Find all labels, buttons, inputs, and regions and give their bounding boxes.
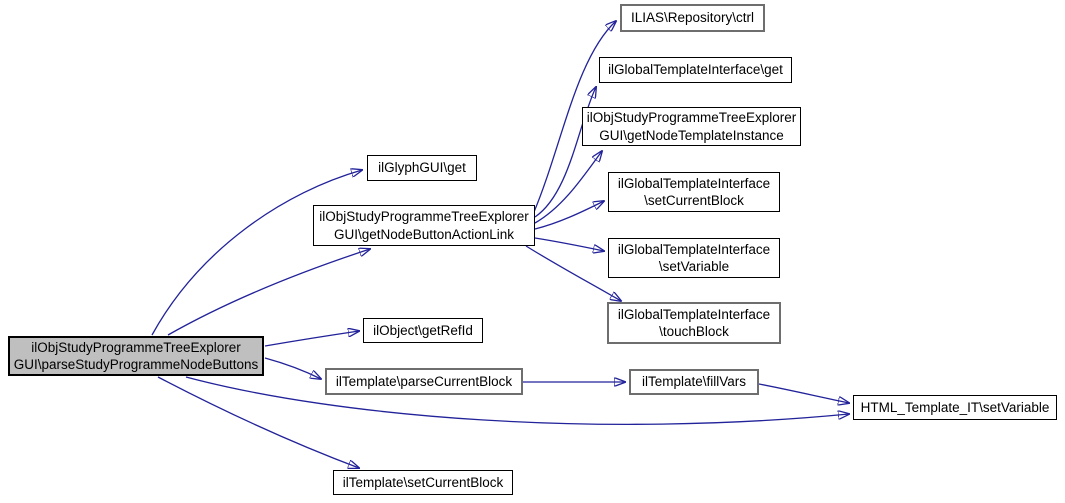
edge-fill-vars-to-html-set-variable [758,383,849,403]
node-get-node-template-instance[interactable]: ilObjStudyProgrammeTreeExplorer GUI\getN… [582,107,801,146]
node-global-template-interface-get[interactable]: ilGlobalTemplateInterface\get [599,57,792,83]
node-label: ilObjStudyProgrammeTreeExplorer [586,110,797,126]
node-label: \setCurrentBlock [644,193,744,208]
edge-action-link-to-global-touch-block [525,245,621,301]
node-il-object-get-ref-id[interactable]: ilObject\getRefId [363,318,483,343]
node-il-template-parse-current-block[interactable]: ilTemplate\parseCurrentBlock [325,368,523,395]
node-label: ilTemplate\parseCurrentBlock [335,373,513,389]
node-global-set-current-block[interactable]: ilGlobalTemplateInterface \setCurrentBlo… [608,172,780,212]
node-label: ilTemplate\setCurrentBlock [342,474,504,490]
edge-root-to-template-set-current-block [157,376,359,468]
node-il-template-set-current-block[interactable]: ilTemplate\setCurrentBlock [333,470,513,495]
node-label: GUI\parseStudyProgrammeNodeButtons [13,357,259,372]
edge-action-link-to-global-set-current-block [534,201,604,230]
node-parse-study-programme-node-buttons[interactable]: ilObjStudyProgrammeTreeExplorer GUI\pars… [8,336,264,376]
node-label: \setVariable [658,259,730,274]
edge-action-link-to-node-template-instance [534,151,602,224]
node-label: ilGlobalTemplateInterface [617,175,771,191]
edge-root-to-parse-current-block [264,357,321,379]
edge-action-link-to-repository-ctrl [533,21,616,213]
edge-action-link-to-global-set-variable [534,237,604,251]
node-global-set-variable[interactable]: ilGlobalTemplateInterface \setVariable [608,238,780,278]
node-global-touch-block[interactable]: ilGlobalTemplateInterface \touchBlock [607,302,781,344]
node-label: HTML_Template_IT\setVariable [860,399,1050,415]
node-label: \touchBlock [659,324,729,339]
edge-action-link-to-global-get [534,87,596,218]
node-label: ilTemplate\fillVars [641,374,747,390]
node-label: ilGlobalTemplateInterface\get [608,62,783,78]
node-html-template-it-set-variable[interactable]: HTML_Template_IT\setVariable [853,395,1057,420]
edge-root-to-get-ref-id [264,331,359,347]
node-label: ilObject\getRefId [373,322,473,338]
node-label: ILIAS\Repository\ctrl [630,10,755,26]
edge-root-to-glyph-get [151,170,362,336]
edge-root-to-html-set-variable [185,376,849,425]
node-il-template-fill-vars[interactable]: ilTemplate\fillVars [629,369,759,395]
node-label: ilGlobalTemplateInterface [617,241,771,257]
node-label: ilGlyphGUI\get [378,160,466,176]
node-label: GUI\getNodeButtonActionLink [333,226,515,242]
node-get-node-button-action-link[interactable]: ilObjStudyProgrammeTreeExplorer GUI\getN… [313,205,535,246]
node-label: ilObjStudyProgrammeTreeExplorer [31,339,241,355]
node-ilias-repository-ctrl[interactable]: ILIAS\Repository\ctrl [620,4,765,32]
node-label: GUI\getNodeTemplateInstance [599,127,784,143]
node-glyph-gui-get[interactable]: ilGlyphGUI\get [367,155,477,181]
edge-root-to-action-link [167,249,370,336]
node-label: ilGlobalTemplateInterface [617,306,771,322]
node-label: ilObjStudyProgrammeTreeExplorer [319,209,529,225]
